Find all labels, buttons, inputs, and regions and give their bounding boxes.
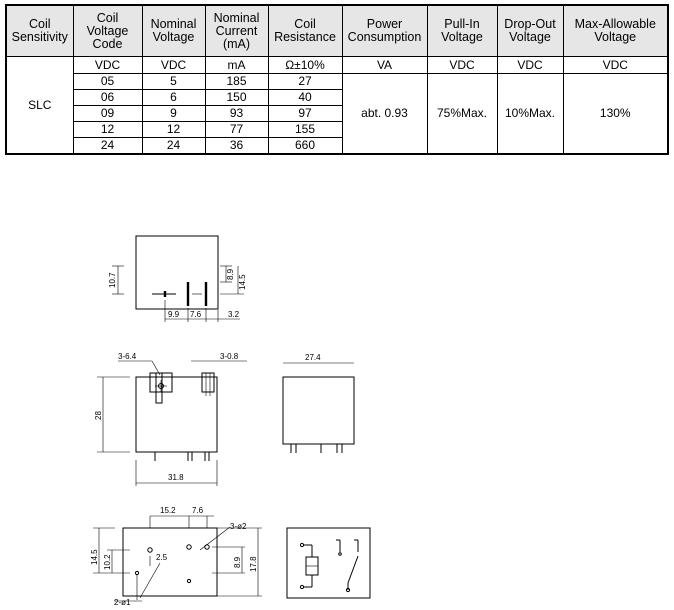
unit-cell: VA <box>341 56 428 74</box>
header-power-consumption: Power Consumption <box>341 4 428 57</box>
header-coil-voltage-code: Coil Voltage Code <box>72 4 143 57</box>
unit-cell: VDC <box>426 56 498 74</box>
side-view-drawing: 27.4 <box>282 353 355 453</box>
cell-voltage: 12 <box>141 121 206 138</box>
cell-current: 77 <box>204 121 269 138</box>
dim-2-phi1: 2-ø1 <box>114 598 131 607</box>
table-row: 05 5 185 27 abt. 0.93 75%Max. 10%Max. 13… <box>6 73 669 155</box>
dim-3-phi2: 3-ø2 <box>230 522 247 531</box>
spec-table: Coil Sensitivity Coil Voltage Code Nomin… <box>5 4 669 155</box>
header-pull-in-voltage: Pull-In Voltage <box>426 4 498 57</box>
cell-resistance: 155 <box>267 121 343 138</box>
cell-voltage: 24 <box>141 137 206 155</box>
cell-resistance: 660 <box>267 137 343 155</box>
cell-power-consumption: abt. 0.93 <box>341 73 428 155</box>
dim-14-5b: 14.5 <box>90 549 99 565</box>
header-drop-out-voltage: Drop-Out Voltage <box>496 4 564 57</box>
front-view-drawing: 3-6.4 3-0.8 28 31.8 <box>94 352 247 486</box>
dim-8-9b: 8.9 <box>233 556 242 568</box>
cell-sensitivity: SLC <box>5 56 74 155</box>
dim-27-4: 27.4 <box>305 353 321 362</box>
cell-current: 36 <box>204 137 269 155</box>
bottom-view-drawing: 15.2 7.6 3-ø2 14.5 10.2 2.5 8.9 17.8 2-ø… <box>90 506 262 607</box>
pcb-layout-drawing: 10.7 8.9 14.5 9.9 7.6 3.2 <box>108 235 247 322</box>
table-row: 24 24 36 660 <box>6 137 668 155</box>
table-row: 12 12 77 155 <box>6 121 668 138</box>
cell-code: 12 <box>72 121 143 138</box>
table-header-row: Coil Sensitivity Coil Voltage Code Nomin… <box>5 4 669 57</box>
unit-cell: VDC <box>496 56 564 74</box>
dim-7-6b: 7.6 <box>192 506 204 515</box>
dim-3-2: 3.2 <box>228 310 240 319</box>
unit-cell: VDC <box>562 56 669 74</box>
dim-2-5: 2.5 <box>156 553 168 562</box>
header-nominal-voltage: Nominal Voltage <box>141 4 206 57</box>
header-max-allowable-voltage: Max-Allowable Voltage <box>562 4 669 57</box>
dim-3-0-8: 3-0.8 <box>220 352 239 361</box>
cell-max-allowable: 130% <box>562 73 669 155</box>
dim-7-6: 7.6 <box>190 310 202 319</box>
dim-8-9: 8.9 <box>226 268 235 280</box>
dim-14-5: 14.5 <box>238 274 247 290</box>
dim-28: 28 <box>94 411 103 420</box>
dim-9-9: 9.9 <box>168 310 180 319</box>
unit-cell: mA <box>204 56 269 74</box>
dim-15-2: 15.2 <box>160 506 176 515</box>
table-units-row: SLC VDC VDC mA Ω±10% VA VDC VDC VDC <box>5 56 669 155</box>
dim-17-8: 17.8 <box>249 556 258 572</box>
dim-31-8: 31.8 <box>168 473 184 482</box>
wiring-diagram <box>286 527 371 599</box>
dim-10-2: 10.2 <box>103 554 112 570</box>
header-coil-resistance: Coil Resistance <box>267 4 343 57</box>
dim-3-6-4: 3-6.4 <box>118 352 137 361</box>
cell-pull-in: 75%Max. <box>426 73 498 155</box>
dim-10-7: 10.7 <box>108 272 117 288</box>
